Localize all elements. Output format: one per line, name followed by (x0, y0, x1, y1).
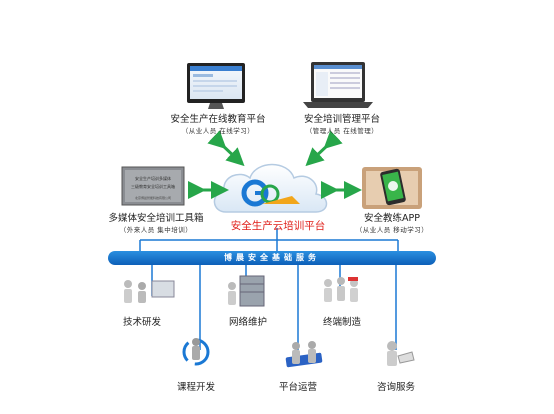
top-left-subtitle: （从业人员 在线学习） (181, 127, 255, 135)
researchers-icon (124, 280, 175, 303)
manufacturing-icon (324, 277, 358, 302)
service-label-course: 课程开发 (176, 382, 215, 393)
left-title: 多媒体安全培训工具箱 (108, 213, 204, 224)
toolbox-line2: 三级教育安全培训工具箱 (131, 183, 175, 189)
operation-icon (285, 341, 323, 368)
course-development-icon (182, 338, 210, 366)
toolbox-line1: 安全生产培训多媒体 (135, 175, 171, 181)
laptop-icon (303, 62, 373, 108)
left-subtitle: （外来人员 集中培训） (119, 226, 193, 234)
phone-app-icon (362, 167, 422, 209)
server-maintenance-icon (228, 275, 265, 307)
service-label-operation: 平台运营 (278, 382, 317, 393)
right-subtitle: （从业人员 移动学习） (355, 226, 429, 234)
arrow-top-right (305, 130, 343, 167)
monitor-icon (187, 63, 245, 109)
service-label-consulting: 咨询服务 (376, 382, 415, 393)
toolbox-icon (121, 166, 185, 206)
top-left-title: 安全生产在线教育平台 (170, 114, 266, 125)
service-label-manufacturing: 终端制造 (322, 317, 361, 328)
center-title: 安全生产云培训平台 (230, 220, 326, 232)
cloud-platform-icon (213, 163, 328, 213)
service-label-network: 网络维护 (228, 317, 267, 328)
top-right-subtitle: （管理人员 在线管理） (305, 127, 379, 135)
service-label-research: 技术研发 (122, 317, 161, 328)
service-connectors (139, 228, 399, 350)
foundation-bar: 博晨安全基础服务 (108, 251, 436, 265)
arrow-top-left (207, 130, 245, 167)
consulting-icon (387, 341, 415, 366)
toolbox-footer: 北京博晨智能科技有限公司 (135, 195, 171, 200)
top-right-title: 安全培训管理平台 (303, 114, 380, 125)
right-title: 安全教练APP (364, 213, 420, 224)
